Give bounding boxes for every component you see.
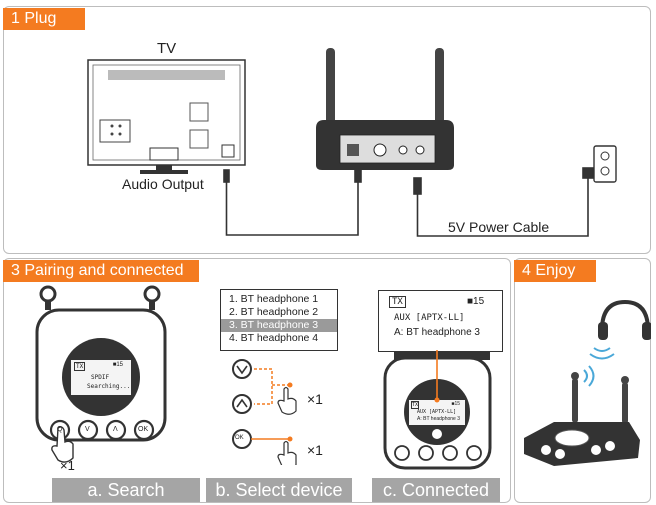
btn-ok-icon [133,419,155,441]
hand-pointer-icon [51,426,74,463]
connected-screen: TX ■15 AUX [APTX-LL] A: BT headphone 3 [409,400,465,425]
device-list: 1. BT headphone 1 2. BT headphone 2 3. B… [220,289,338,351]
device-list-item: 4. BT headphone 4 [229,332,319,344]
ok-times-label: ×1 [307,442,323,458]
caption-search: a. Search [52,478,200,502]
btn-up-icon [442,445,458,461]
caption-connected: c. Connected [372,478,500,502]
up-button-icon [232,394,252,414]
btn-search-label: Q [57,426,63,433]
search-screen-line1: SPDIF [91,374,110,381]
hand-pointer-icon [277,386,297,415]
btn-down-icon [418,445,434,461]
bluetooth-waves-icon [589,347,615,360]
power-cable [413,167,594,237]
tv-label: TV [157,40,177,57]
step3-tag: 3 Pairing and connected [3,260,199,282]
power-cable-label: 5V Power Cable [448,219,550,235]
tx-badge: TX [74,362,86,371]
connected-popup-line2: A: BT headphone 3 [394,327,480,338]
audio-output-label: Audio Output [122,176,204,192]
headphones-icon [598,299,651,340]
transmitter-antennas [571,372,629,424]
connected-screen-line2: A: BT headphone 3 [417,416,460,422]
btn-up-icon [105,419,127,441]
connected-screen-line1: AUX [APTX-LL] [417,409,457,415]
btn-down-icon [77,419,99,441]
transmitter-front-illustration [524,422,640,466]
btn-up-label: Λ [113,426,118,433]
search-screen: TX ■15 SPDIF Searching... [71,360,131,395]
connected-popup-line1: AUX [APTX-LL] [394,313,465,323]
btn-ok-icon [466,445,482,461]
search-screen-line2: Searching... [87,383,131,390]
step4-tag: 4 Enjoy [514,260,596,282]
connected-popup: TX ■15 AUX [APTX-LL] A: BT headphone 3 [378,290,503,352]
tx-badge: TX [411,401,420,409]
search-times-label: ×1 [60,458,75,473]
device-list-item-selected: 3. BT headphone 3 [221,319,337,332]
bluetooth-waves-icon [583,365,595,387]
optical-cable [223,169,362,236]
plug-diagram [87,48,617,237]
btn-ok-label: OK [138,426,149,433]
btn-down-label: V [85,426,90,433]
tv-illustration [87,59,246,174]
caption-select-device: b. Select device [206,478,352,502]
hand-pointer-icon [277,440,297,465]
btn-search-icon [394,445,410,461]
volume-readout: ■15 [467,296,485,307]
search-device-illustration [35,285,167,463]
select-device-illustration [232,359,297,465]
connected-device-illustration [383,350,492,470]
volume-readout: ■15 [451,401,460,407]
device-list-item: 1. BT headphone 1 [229,293,319,305]
transmitter-rear-illustration [316,48,454,170]
ok-button-label: OK [235,435,244,441]
device-list-item: 2. BT headphone 2 [229,306,319,318]
tx-badge: TX [389,296,406,308]
wall-outlet-illustration [593,145,617,183]
volume-readout: ■15 [112,362,123,368]
down-button-icon [232,359,252,379]
step1-tag: 1 Plug [3,8,85,30]
enjoy-illustration [524,299,651,466]
select-times-label: ×1 [307,391,323,407]
